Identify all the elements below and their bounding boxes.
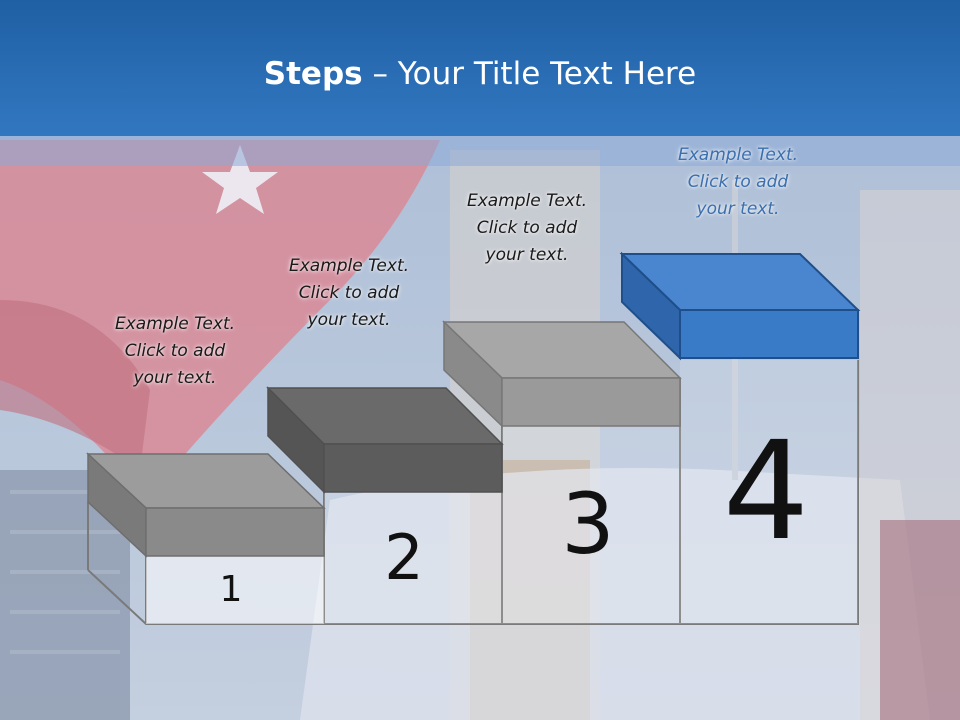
step-3-line-2: Click to add	[476, 218, 578, 238]
step-text-3[interactable]: Example Text. Click to add your text.	[432, 188, 622, 269]
step-4-line-2: Click to add	[687, 172, 789, 192]
step-number-3: 3	[561, 475, 615, 573]
step-2-line-2: Click to add	[298, 283, 400, 303]
step-number-2: 2	[384, 521, 424, 594]
step-3-line-1: Example Text.	[466, 191, 588, 211]
step-number-1: 1	[219, 569, 243, 610]
title-bar	[0, 0, 960, 136]
step-2-line-3: your text.	[307, 310, 391, 330]
step-block-1	[86, 452, 326, 558]
step-text-1[interactable]: Example Text. Click to add your text.	[80, 311, 270, 392]
step-block-4	[619, 251, 861, 361]
flag-star	[202, 145, 278, 214]
step-block-2	[266, 386, 504, 494]
step-1-line-2: Click to add	[124, 341, 226, 361]
step-1-line-3: your text.	[133, 368, 217, 388]
step-1-line-1: Example Text.	[114, 314, 236, 334]
step-text-2[interactable]: Example Text. Click to add your text.	[254, 253, 444, 334]
step-number-4: 4	[722, 413, 810, 571]
step-4-line-1: Example Text.	[677, 145, 799, 165]
step-3-line-3: your text.	[485, 245, 569, 265]
title-bold: Steps	[263, 56, 363, 92]
slide-title[interactable]: Steps – Your Title Text Here	[0, 52, 960, 96]
step-block-3	[442, 320, 682, 428]
step-4-line-3: your text.	[696, 199, 780, 219]
step-text-4[interactable]: Example Text. Click to add your text.	[643, 142, 833, 223]
step-2-line-1: Example Text.	[288, 256, 410, 276]
title-rest: – Your Title Text Here	[362, 56, 697, 92]
title-bar-shadow	[0, 136, 960, 166]
